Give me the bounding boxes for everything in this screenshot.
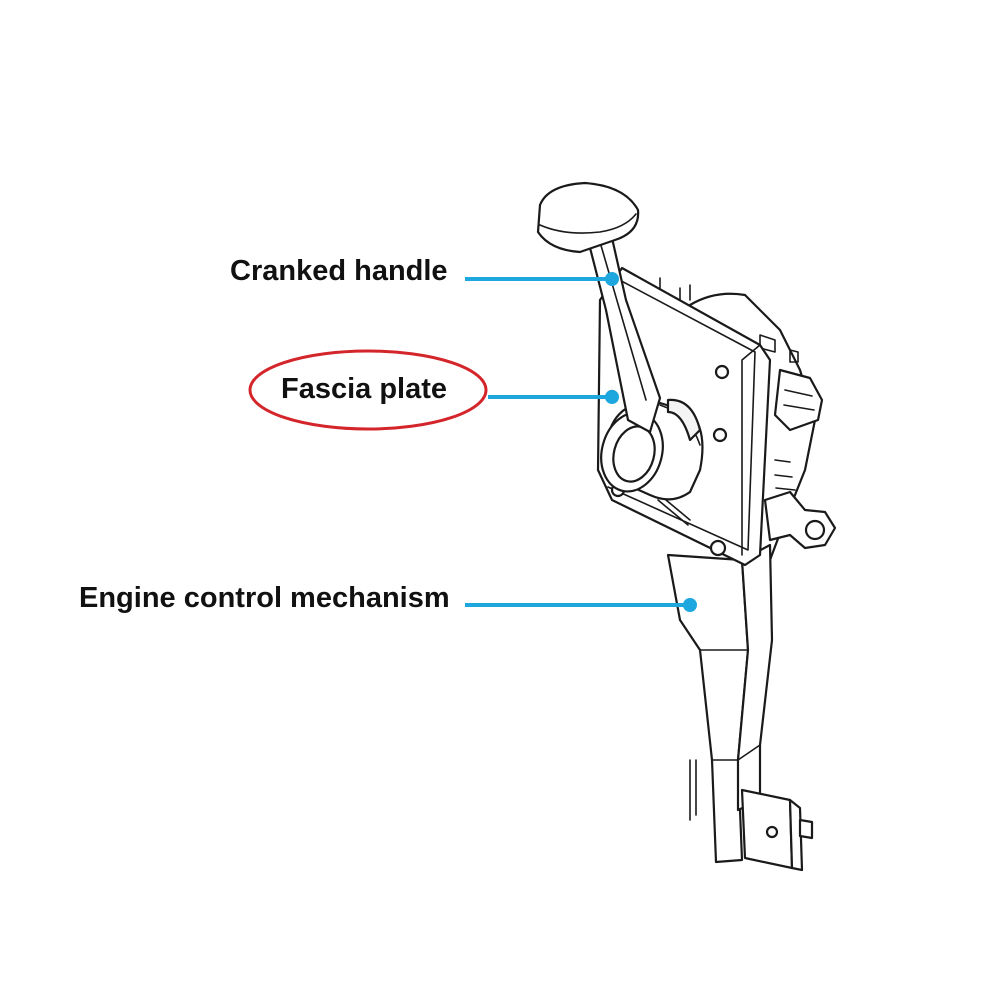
- callout-fascia-plate: Fascia plate: [248, 349, 619, 431]
- label-fascia-plate: Fascia plate: [281, 373, 447, 405]
- callout-cranked-handle: Cranked handle: [230, 255, 619, 287]
- leader-dot-cranked-handle: [605, 272, 619, 286]
- leader-dot-engine-control: [683, 598, 697, 612]
- engine-control-illustration: [536, 181, 837, 872]
- mechanism-body: [666, 543, 814, 872]
- callout-engine-control-mechanism: Engine control mechanism: [79, 582, 697, 614]
- label-engine-control-mechanism: Engine control mechanism: [79, 582, 450, 614]
- highlight-ellipse: [248, 349, 488, 431]
- handle-hub: [600, 398, 704, 501]
- label-cranked-handle: Cranked handle: [230, 255, 448, 287]
- leader-dot-fascia-plate: [605, 390, 619, 404]
- cranked-handle: [536, 181, 662, 434]
